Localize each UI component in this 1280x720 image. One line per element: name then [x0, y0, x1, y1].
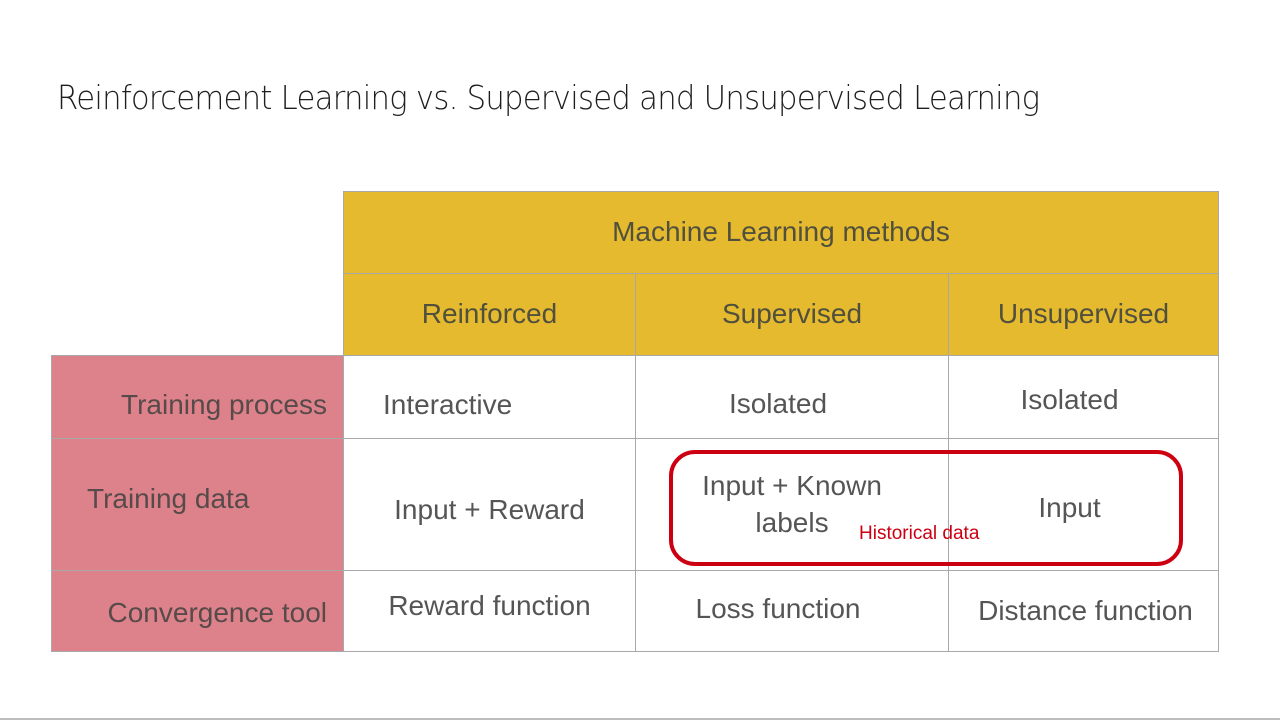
table-cell: Loss function [635, 570, 949, 652]
column-header-reinforced: Reinforced [343, 273, 636, 356]
table-cell: Interactive [343, 355, 636, 439]
table-cell: Distance function [948, 570, 1219, 652]
row-header-convergence-tool: Convergence tool [51, 570, 344, 652]
row-header-training-process: Training process [51, 355, 344, 439]
group-header: Machine Learning methods [343, 191, 1219, 274]
table-cell: Input + Reward [343, 438, 636, 571]
column-header-supervised: Supervised [635, 273, 949, 356]
historical-data-highlight [669, 450, 1183, 566]
table-cell: Isolated [948, 355, 1219, 439]
column-header-unsupervised: Unsupervised [948, 273, 1219, 356]
row-header-training-data: Training data [51, 438, 344, 571]
table-cell: Reward function [343, 570, 636, 652]
bottom-divider [0, 718, 1280, 720]
slide-title: Reinforcement Learning vs. Supervised an… [57, 78, 1040, 117]
table-cell: Isolated [635, 355, 949, 439]
historical-data-annotation: Historical data [859, 523, 980, 544]
